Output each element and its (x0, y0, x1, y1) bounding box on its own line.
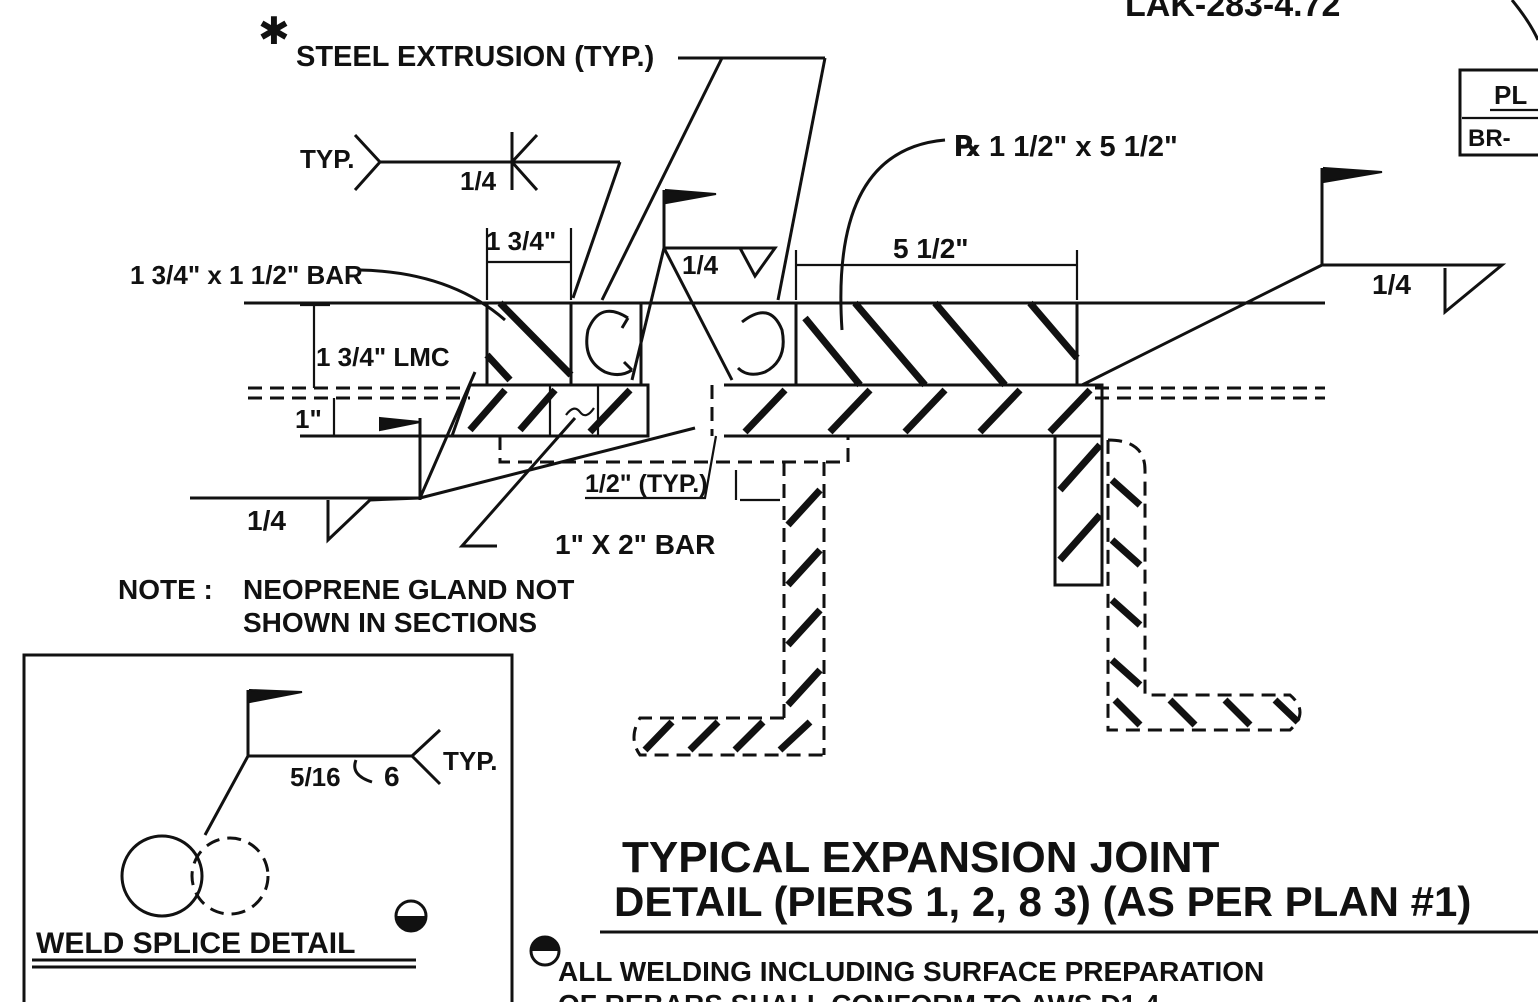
dim-five-half: 5 1/2" (893, 233, 969, 264)
weld-splice-detail-box: 5/16 6 TYP. WELD SPLICE DETAIL (22, 653, 514, 1002)
weld-splice-title: WELD SPLICE DETAIL (36, 927, 355, 960)
note-label: NOTE : (118, 574, 213, 605)
right-lower-member (710, 383, 1104, 438)
note-line2: SHOWN IN SECTIONS (243, 607, 537, 638)
weld-size-mid: 1/4 (682, 250, 719, 280)
right-vertical-leg (1053, 436, 1302, 732)
weld-splice-fraction: 5/16 (290, 762, 341, 792)
right-plate (794, 300, 1080, 388)
left-lower-angle (449, 383, 650, 438)
seal-arc (1510, 0, 1538, 41)
weld-size-right: 1/4 (1372, 269, 1411, 300)
half-typ-label: 1/2" (TYP.) (585, 470, 708, 498)
plate-label: ℞ 1 1/2" x 5 1/2" (955, 131, 1178, 163)
dashed-channel (498, 436, 850, 464)
plan-box-line2: BR- (1468, 125, 1511, 152)
steel-extrusion-label: STEEL EXTRUSION (TYP.) (296, 41, 654, 73)
footnote-line2: OF REBARS SHALL CONFORM TO AWS D1.4 (558, 989, 1160, 1002)
bar-label: 1 3/4" x 1 1/2" BAR (130, 260, 363, 290)
lmc-label: 1 3/4" LMC (316, 342, 450, 372)
deck-dashed-lines (248, 386, 1325, 400)
weld-size-top: 1/4 (460, 166, 497, 196)
left-vertical-leg (632, 462, 826, 757)
title-line1: TYPICAL EXPANSION JOINT (622, 833, 1219, 882)
plan-reference-box: PL BR- (1458, 68, 1538, 157)
dim-one-inch: 1" (295, 404, 322, 434)
sheet-id: LAK-283-4.72 (1125, 0, 1340, 24)
bar-one-by-two-label: 1" X 2" BAR (555, 529, 715, 560)
note-line1: NEOPRENE GLAND NOT (243, 574, 574, 605)
asterisk-symbol: ✱ (258, 11, 290, 53)
weld-splice-typ: TYP. (443, 746, 497, 776)
left-steel-extrusion (569, 301, 643, 387)
typ-left-label: TYP. (300, 144, 354, 174)
leader-lines (190, 56, 1507, 548)
title-line2: DETAIL (PIERS 1, 2, 8 3) (AS PER PLAN #1… (614, 878, 1471, 925)
plan-box-line1: PL (1494, 80, 1527, 110)
right-steel-extrusion (736, 301, 798, 387)
dim-one-three-quarter: 1 3/4" (486, 226, 556, 256)
weld-splice-length: 6 (384, 761, 400, 792)
weld-size-left: 1/4 (247, 505, 286, 536)
footnote-line1: ALL WELDING INCLUDING SURFACE PREPARATIO… (558, 956, 1264, 987)
